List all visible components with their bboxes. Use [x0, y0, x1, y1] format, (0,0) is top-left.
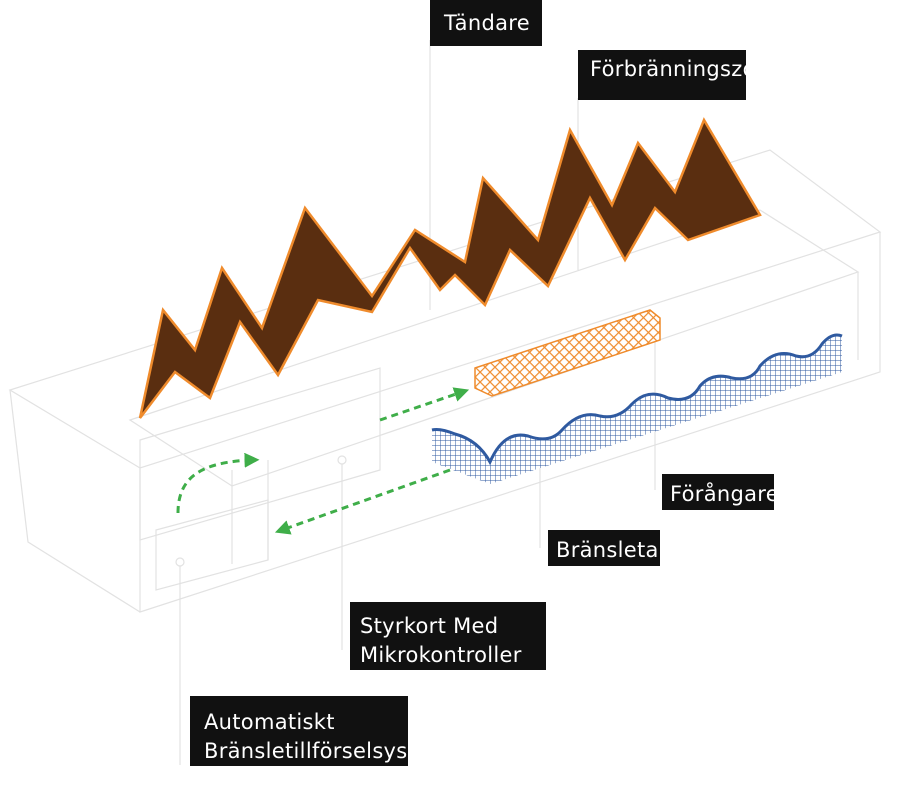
flow-arrow-to-supply — [274, 468, 451, 535]
label-forbranningszon-text: Förbränningszon — [590, 57, 746, 81]
housing-left-face — [9, 389, 141, 613]
igniter-icon — [474, 309, 661, 397]
flow-arrows — [176, 387, 470, 535]
label-automatiskt: Automatiskt Bränsletillförselsystem — [190, 696, 408, 766]
flame-icon — [138, 117, 762, 419]
label-automatiskt-line2: Bränsletillförselsystem — [204, 739, 408, 763]
flow-arrow-to-igniter — [379, 387, 470, 422]
label-tandare: Tändare — [430, 0, 542, 46]
fuel-surface-line — [431, 333, 843, 466]
label-bransletank-text: Bränsletank — [556, 538, 660, 562]
housing-front-face — [139, 232, 881, 613]
label-styrkort-line1: Styrkort Med — [360, 614, 499, 638]
label-styrkort: Styrkort Med Mikrokontroller — [350, 602, 546, 670]
flow-arrow-to-control — [176, 452, 260, 514]
label-automatiskt-line1: Automatiskt — [204, 710, 335, 734]
label-forbranningszon: Förbränningszon — [578, 50, 746, 100]
label-styrkort-line2: Mikrokontroller — [360, 643, 522, 667]
label-forangare-text: Förångare — [670, 482, 774, 506]
label-tandare-text: Tändare — [444, 11, 530, 35]
control-compartment — [139, 367, 381, 541]
label-forangare: Förångare — [662, 474, 774, 510]
supply-compartment — [155, 499, 269, 591]
fuel-tank-icon — [432, 335, 842, 484]
label-bransletank: Bränsletank — [548, 530, 660, 566]
